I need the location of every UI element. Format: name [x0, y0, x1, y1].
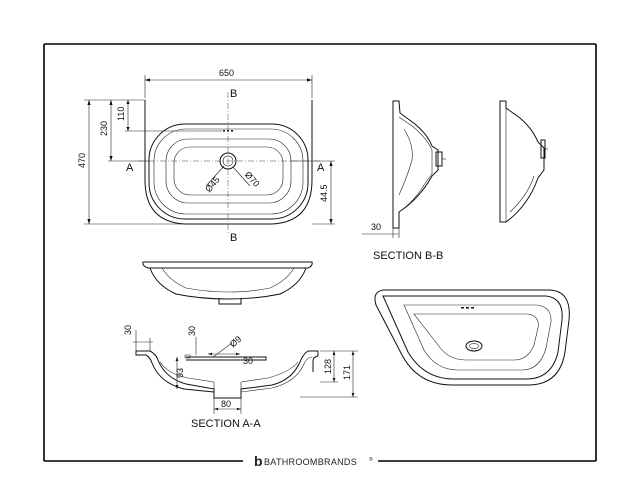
section-mark-b-top: B: [230, 88, 237, 100]
section-bb-title: SECTION B-B: [373, 250, 443, 262]
brand-logo: b BATHROOMBRANDS ®: [254, 453, 373, 469]
plan-view: Ø45 Ø70 650 470 230 110 44.5 A A B B: [77, 68, 335, 244]
rim-inner-dimension: 30: [187, 326, 197, 336]
total-height-dimension: 171: [342, 365, 352, 380]
taphole-dimension: 110: [116, 107, 126, 121]
section-mark-a-right: A: [317, 162, 325, 174]
width-dimension: 650: [219, 68, 234, 78]
brand-registered-mark: ®: [369, 456, 373, 463]
section-mark-b-bottom: B: [230, 232, 237, 244]
front-elevation: [142, 261, 313, 305]
drawing-frame: [43, 43, 597, 462]
waste-width-dimension: 80: [221, 399, 231, 409]
taphole-diameter-label: Ø9: [228, 334, 244, 349]
overflow-diameter-label: Ø70: [243, 170, 262, 189]
rim-left-dimension: 30: [123, 325, 133, 335]
overflow-slots-3d: [461, 307, 474, 309]
shelf-dimension: 30: [243, 356, 253, 366]
depth-dimension: 470: [77, 153, 87, 168]
bowl-dimension: 230: [99, 121, 109, 136]
perspective-view: [374, 289, 570, 386]
section-bb-view: 30 SECTION B-B: [362, 100, 446, 262]
side-view: [499, 100, 548, 223]
brand-name: BATHROOMBRANDS: [264, 457, 357, 467]
offset-dimension: 44.5: [319, 184, 329, 202]
rim-dimension: 30: [371, 222, 381, 232]
section-aa-title: SECTION A-A: [191, 418, 261, 430]
section-mark-a-left: A: [126, 162, 134, 174]
inner-height-dimension: 128: [323, 359, 333, 374]
waste-3d: [465, 340, 483, 352]
bowl-depth-dimension: 93: [175, 368, 185, 378]
waste-diameter-label: Ø45: [203, 175, 222, 194]
brand-logo-mark: b: [254, 453, 263, 469]
section-aa-view: 30 30 Ø9 30 93 128 171 80 SECTION A-A: [123, 325, 358, 430]
